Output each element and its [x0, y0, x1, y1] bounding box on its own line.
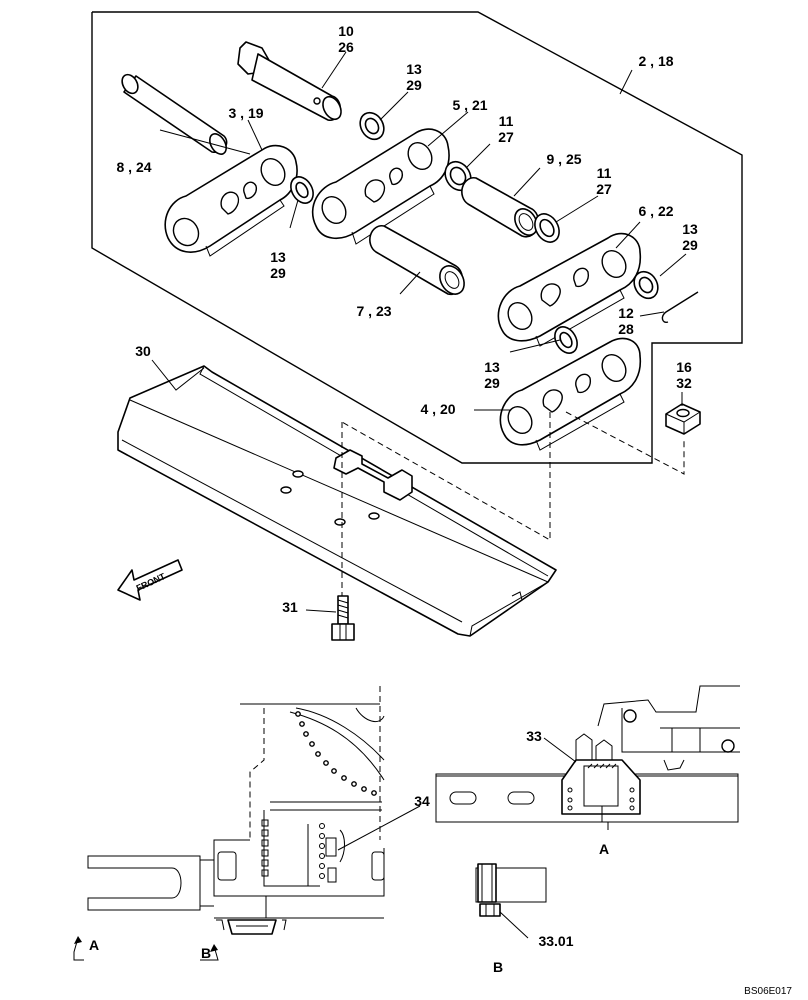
callout-pin-left: 8 , 24	[116, 159, 151, 175]
seal-right-part	[633, 270, 659, 300]
callout-lock-pin-a: 12	[618, 305, 634, 321]
callout-spacer-top-a: 11	[499, 113, 514, 129]
callout-bolt: 31	[282, 599, 298, 615]
exploded-frame	[91, 11, 743, 464]
bolt-part	[331, 595, 355, 641]
bushing-center-part	[461, 176, 540, 238]
callout-pin-master-b: 26	[338, 39, 354, 55]
detail-view-a	[435, 685, 740, 830]
link-left-part	[164, 144, 298, 257]
callout-bushing-center: 9 , 25	[546, 151, 581, 167]
callout-link-center: 5 , 21	[452, 97, 487, 113]
callout-spacer-right-a: 11	[597, 165, 612, 181]
link-center-part	[311, 128, 450, 245]
pin-master-part	[237, 41, 342, 122]
callout-spacer-right-b: 27	[596, 181, 612, 197]
callout-link-master: 4 , 20	[420, 401, 455, 417]
callout-pin-master-a: 10	[338, 23, 354, 39]
pin-left-part	[121, 73, 228, 155]
callout-seal-right-a: 13	[682, 221, 698, 237]
callout-nut-a: 16	[676, 359, 692, 375]
callout-frame-group: 2 , 18	[638, 53, 673, 69]
callout-seal-top-a: 13	[406, 61, 422, 77]
callout-link-left: 3 , 19	[228, 105, 263, 121]
view-marker-a	[73, 936, 84, 961]
seal-top-part	[359, 111, 385, 141]
seal-left-part	[290, 176, 314, 204]
spacer-right-part	[534, 213, 560, 243]
callout-guard-bolt: 33.01	[538, 933, 573, 949]
alignment-line-link	[341, 412, 551, 541]
callout-seal-top-b: 29	[406, 77, 422, 93]
view-marker-b	[200, 944, 219, 961]
callout-bushing-lower: 7 , 23	[356, 303, 391, 319]
callouts: 10 26 13 29 2 , 18 3 , 19 5 , 21 11 27 9…	[116, 23, 698, 615]
callout-seal-left-b: 29	[270, 265, 286, 281]
view-label-a: A	[599, 841, 609, 857]
lock-pin-part	[661, 291, 699, 324]
callout-seal-right-b: 29	[682, 237, 698, 253]
leader-lines	[151, 51, 687, 613]
marker-label-a: A	[89, 937, 99, 953]
front-arrow: FRONT	[117, 559, 183, 601]
callout-link-right: 6 , 22	[638, 203, 673, 219]
seal-lower-part	[554, 326, 578, 354]
drawing-code: BS06E017	[744, 986, 792, 997]
callout-seal-lower-a: 13	[484, 359, 500, 375]
nut-part	[665, 403, 701, 435]
alignment-line-nut	[565, 411, 685, 475]
detail-leaders	[337, 737, 577, 851]
bushing-lower-part	[369, 224, 465, 296]
callout-shoe: 30	[135, 343, 151, 359]
callout-seal-lower-b: 29	[484, 375, 500, 391]
detail-view-b	[475, 863, 547, 939]
marker-label-b: B	[201, 945, 211, 961]
detail-labels: 33 34 33.01 A B A B	[89, 728, 609, 975]
link-master-part	[499, 337, 642, 451]
view-label-b: B	[493, 959, 503, 975]
callout-guard: 33	[526, 728, 542, 744]
detail-undercarriage	[87, 686, 385, 935]
callout-lock-pin-b: 28	[618, 321, 634, 337]
callout-nut-b: 32	[676, 375, 692, 391]
shoe-part	[117, 365, 557, 637]
callout-spacer-top-b: 27	[498, 129, 514, 145]
link-right-part	[497, 232, 642, 347]
callout-bracket: 34	[414, 793, 430, 809]
callout-seal-left-a: 13	[270, 249, 286, 265]
